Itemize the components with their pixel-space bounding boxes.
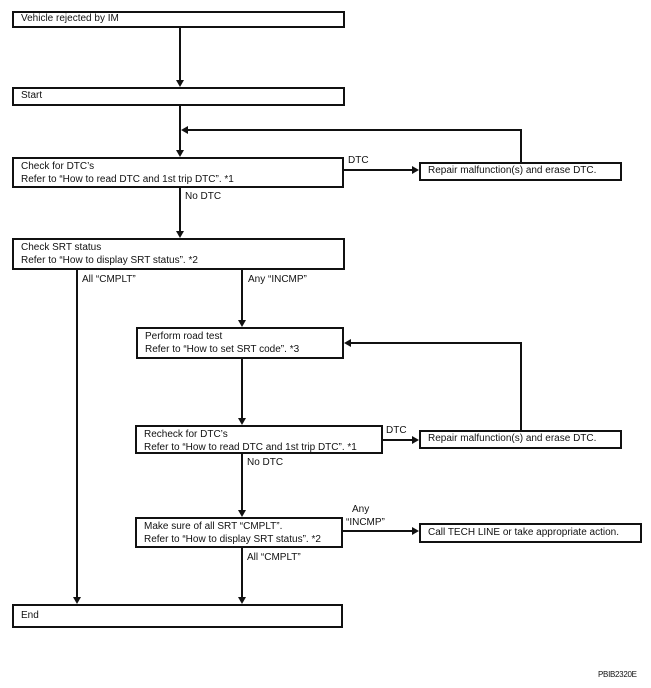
figure-code: PBIB2320E [598,670,637,679]
node-label: Perform road test [145,331,223,342]
edge-label-no-dtc-1: No DTC [185,191,222,202]
connector-perform-recheck [241,359,243,418]
connector-repair2-up [520,342,522,430]
node-recheck-dtc: Recheck for DTC’s Refer to “How to read … [135,425,383,454]
edge-label-all-cmplt-2: All “CMPLT” [247,552,301,563]
edge-label-any-2-line1: Any [352,504,370,515]
connector-dtc1 [344,169,412,171]
connector-nodtc1 [179,188,181,231]
arrowhead-down-icon [238,418,246,425]
arrowhead-left-icon [181,126,188,134]
connector-vehicle-start [179,28,181,80]
node-label: Refer to “How to read DTC and 1st trip D… [21,173,234,185]
node-label: Make sure of all SRT “CMPLT”. [144,521,283,532]
edge-label-no-dtc-2: No DTC [247,457,284,468]
edge-label-all-cmplt-1: All “CMPLT” [82,274,136,285]
connector-allcmplt1-end [76,270,78,597]
arrowhead-down-icon [238,510,246,517]
connector-anyincmp2 [343,530,412,532]
arrowhead-left-icon [344,339,351,347]
connector-feedback1 [188,129,522,131]
arrowhead-down-icon [238,320,246,327]
node-make-sure-srt-cmplt: Make sure of all SRT “CMPLT”. Refer to “… [135,517,343,548]
node-label: Refer to “How to display SRT status”. *2 [144,533,321,545]
node-label: Check SRT status [21,242,102,253]
edge-label-dtc-1: DTC [348,155,369,166]
node-vehicle-rejected: Vehicle rejected by IM [12,11,345,28]
node-label: Recheck for DTC’s [144,429,228,440]
node-call-tech-line: Call TECH LINE or take appropriate actio… [419,523,642,543]
connector-start-checkdtc [179,106,181,150]
node-label: Repair malfunction(s) and erase DTC. [428,433,597,445]
arrowhead-down-icon [238,597,246,604]
connector-allcmplt2-end [241,548,243,597]
node-label: Refer to “How to set SRT code”. *3 [145,343,300,355]
arrowhead-down-icon [176,150,184,157]
arrowhead-right-icon [412,527,419,535]
node-start: Start [12,87,345,106]
node-end: End [12,604,343,628]
node-label: Vehicle rejected by IM [21,13,119,25]
arrowhead-down-icon [73,597,81,604]
connector-feedback2 [351,342,522,344]
edge-label-dtc-2: DTC [386,425,407,436]
arrowhead-down-icon [176,231,184,238]
edge-label-any-2-line2: “INCMP” [346,517,385,528]
edge-label-any-incmp-1: Any “INCMP” [248,274,307,285]
arrowhead-right-icon [412,166,419,174]
node-label: End [21,609,39,621]
node-perform-road-test: Perform road test Refer to “How to set S… [136,327,344,359]
arrowhead-down-icon [176,80,184,87]
node-label: Call TECH LINE or take appropriate actio… [428,526,620,538]
node-repair-erase-dtc-1: Repair malfunction(s) and erase DTC. [419,162,622,181]
node-label: Repair malfunction(s) and erase DTC. [428,165,597,177]
node-label: Refer to “How to read DTC and 1st trip D… [144,441,357,453]
node-label: Refer to “How to display SRT status”. *2 [21,254,198,266]
node-label: Check for DTC’s [21,161,95,172]
connector-repair1-up [520,129,522,162]
node-check-dtc: Check for DTC’s Refer to “How to read DT… [12,157,344,188]
connector-anyincmp1 [241,270,243,321]
node-label: Start [21,90,43,102]
node-check-srt-status: Check SRT status Refer to “How to displa… [12,238,345,270]
arrowhead-right-icon [412,436,419,444]
node-repair-erase-dtc-2: Repair malfunction(s) and erase DTC. [419,430,622,449]
connector-dtc2 [383,439,412,441]
connector-nodtc2 [241,454,243,510]
